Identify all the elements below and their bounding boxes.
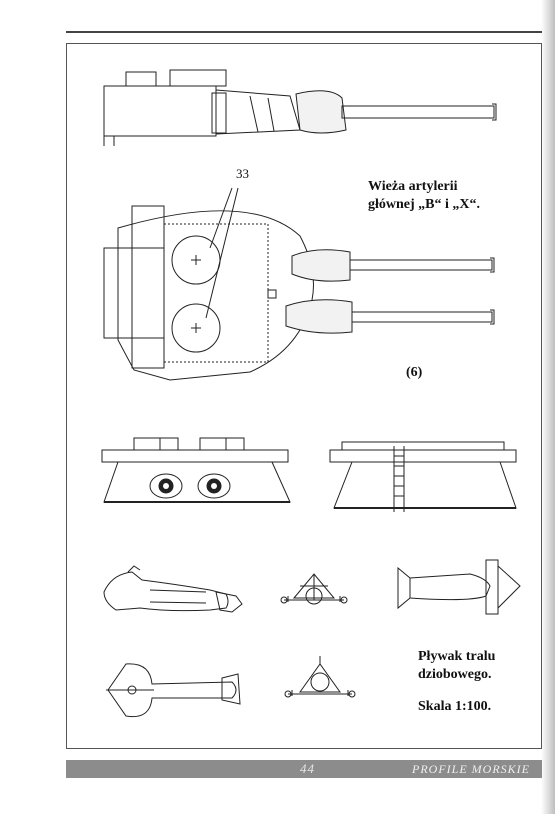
paravane-side-view — [103, 565, 243, 613]
turret-front-view — [101, 437, 291, 503]
callout-number: 33 — [236, 166, 249, 181]
float-caption-scale: Skala 1:100. — [418, 699, 492, 714]
turret-top-view — [103, 187, 495, 381]
turret-caption-line2: głównej „B“ i „X“. — [368, 197, 480, 212]
float-caption-line1: Pływak tralu — [418, 649, 496, 664]
footer-bar: 44 PROFILE MORSKIE — [66, 760, 542, 778]
paravane-lower-view — [106, 663, 241, 718]
turret-rear-view — [329, 441, 517, 512]
paravane-top-view — [397, 559, 521, 615]
drawing-frame — [66, 43, 542, 749]
journal-name: PROFILE MORSKIE — [412, 762, 530, 776]
turret-caption: Wieża artylerii głównej „B“ i „X“. — [368, 178, 480, 214]
paravane-front-view-1 — [280, 573, 348, 605]
page-edge-shadow — [541, 0, 555, 814]
page-number: 44 — [300, 761, 315, 776]
float-caption: Pływak tralu dziobowego. Skala 1:100. — [418, 648, 495, 716]
header-rule — [66, 31, 542, 33]
figure-number: (6) — [406, 365, 423, 380]
paravane-front-view-2 — [284, 656, 356, 698]
turret-caption-line1: Wieża artylerii — [368, 179, 458, 194]
float-caption-line2: dziobowego. — [418, 667, 492, 682]
turret-side-view — [103, 69, 497, 146]
